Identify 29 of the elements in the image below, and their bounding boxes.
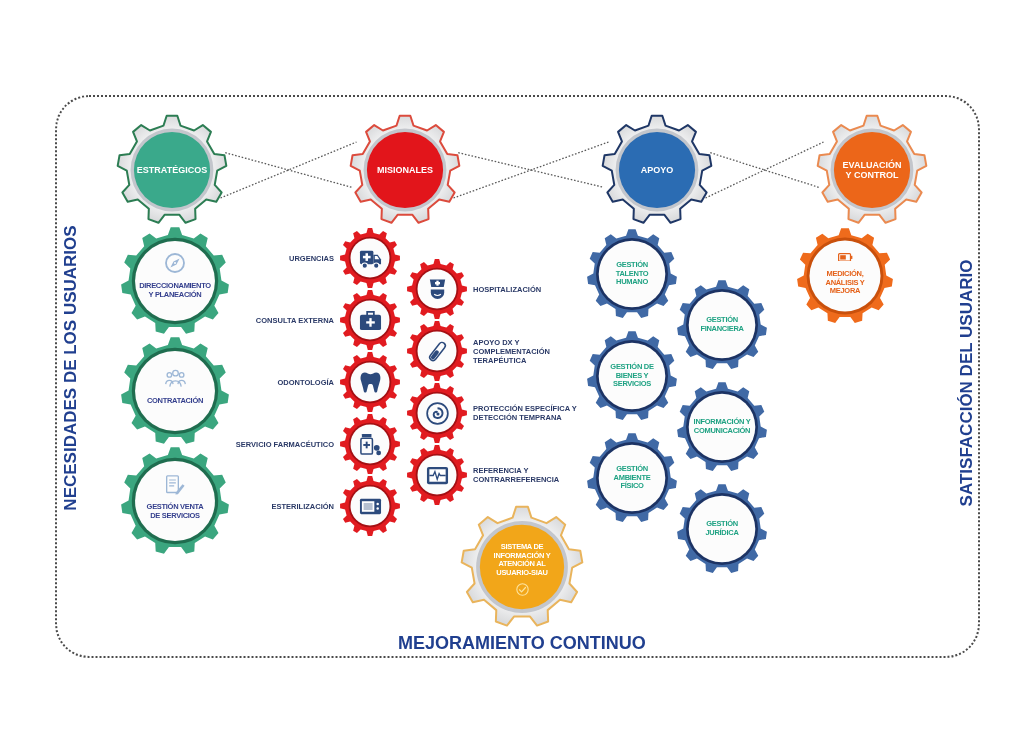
gear <box>601 114 713 226</box>
dotted-connector <box>457 152 605 188</box>
gear <box>587 229 677 319</box>
gear <box>587 433 677 523</box>
gear <box>460 505 584 629</box>
gear <box>349 114 461 226</box>
gear <box>121 337 229 445</box>
dotted-connector <box>224 152 353 188</box>
dotted-connector <box>452 141 610 199</box>
gear <box>797 228 893 324</box>
category-title: MISIONALES <box>377 164 433 176</box>
bottom-title: MEJORAMIENTO CONTINUO <box>398 634 646 654</box>
gear <box>677 484 767 574</box>
gear <box>816 114 928 226</box>
category-title: EVALUACIÓN Y CONTROL <box>841 159 903 181</box>
gear <box>121 447 229 555</box>
dotted-connector <box>704 141 825 199</box>
dotted-frame <box>55 95 980 658</box>
gear <box>587 331 677 421</box>
dotted-connector <box>219 141 358 199</box>
category-title: APOYO <box>640 164 674 176</box>
gear <box>677 382 767 472</box>
dotted-connector <box>709 152 820 188</box>
gear <box>677 280 767 370</box>
gear <box>116 114 228 226</box>
side-title: NECESIDADES DE LOS USUARIOS <box>61 225 81 511</box>
side-title: SATISFACCIÓN DEL USUARIO <box>957 259 977 507</box>
gear <box>121 227 229 335</box>
category-title: ESTRATÉGICOS <box>136 164 208 176</box>
